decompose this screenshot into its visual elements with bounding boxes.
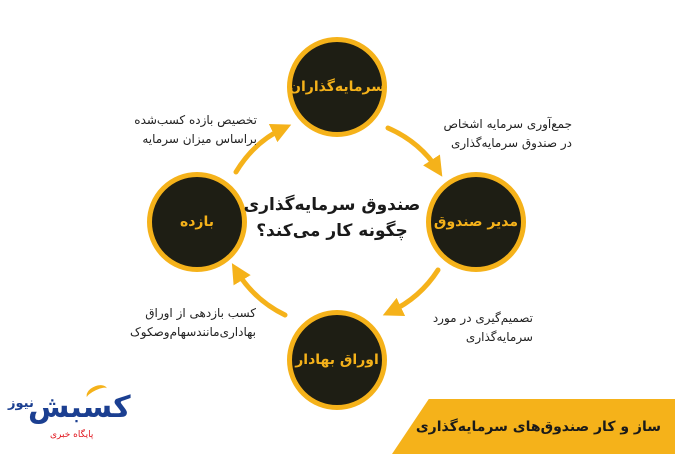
node-investors-label: سرمایه‌گذاران: [289, 78, 385, 95]
desc-allocate: تخصیص بازده کسب‌شده براساس میزان سرمایه: [134, 111, 257, 148]
site-logo: کسبش نیوز پایگاه خبری: [8, 382, 158, 450]
desc-decide: تصمیم‌گیری در مورد سرمایه‌گذاری: [433, 309, 533, 346]
logo-main-text: کسبش: [28, 390, 132, 425]
center-title: صندوق سرمایه‌گذاری چگونه کار می‌کند؟: [232, 193, 432, 244]
arrow-manager-to-securities: [382, 267, 441, 316]
desc-earn: کسب بازدهی از اوراق بهاداری‌مانندسهام‌وص…: [130, 304, 256, 341]
desc-decide-line1: تصمیم‌گیری در مورد: [432, 311, 533, 325]
node-fund-manager-label: مدیر صندوق: [433, 213, 519, 230]
arrow-investors-to-manager: [385, 125, 443, 177]
desc-allocate-line1: تخصیص بازده کسب‌شده: [134, 113, 257, 127]
node-return-label: بازده: [179, 213, 215, 230]
node-securities: اوراق بهادار: [287, 310, 387, 410]
footer-banner-text: ساز و کار صندوق‌های سرمایه‌گذاری: [415, 418, 661, 435]
desc-earn-line1: کسب بازدهی از اوراق: [145, 306, 256, 320]
desc-allocate-line2: براساس میزان سرمایه: [142, 131, 257, 146]
footer-banner: ساز و کار صندوق‌های سرمایه‌گذاری: [392, 399, 675, 454]
center-title-line2: چگونه کار می‌کند؟: [256, 220, 408, 241]
desc-collect-line2: در صندوق سرمایه‌گذاری: [450, 135, 572, 150]
node-securities-label: اوراق بهادار: [295, 351, 379, 368]
desc-collect: جمع‌آوری سرمایه اشخاص در صندوق سرمایه‌گذ…: [443, 115, 572, 152]
node-investors: سرمایه‌گذاران: [287, 37, 387, 137]
desc-earn-line2: بهاداری‌مانندسهام‌وصکوک: [130, 324, 256, 339]
center-title-line1: صندوق سرمایه‌گذاری: [243, 195, 421, 215]
desc-decide-line2: سرمایه‌گذاری: [465, 329, 533, 344]
node-return: بازده: [147, 172, 247, 272]
logo-news-text: نیوز: [8, 396, 34, 411]
arrow-securities-to-return: [231, 263, 288, 318]
arrow-return-to-investors: [233, 124, 292, 175]
node-fund-manager: مدیر صندوق: [426, 172, 526, 272]
desc-collect-line1: جمع‌آوری سرمایه اشخاص: [443, 117, 572, 131]
logo-subtitle: پایگاه خبری: [50, 430, 94, 440]
